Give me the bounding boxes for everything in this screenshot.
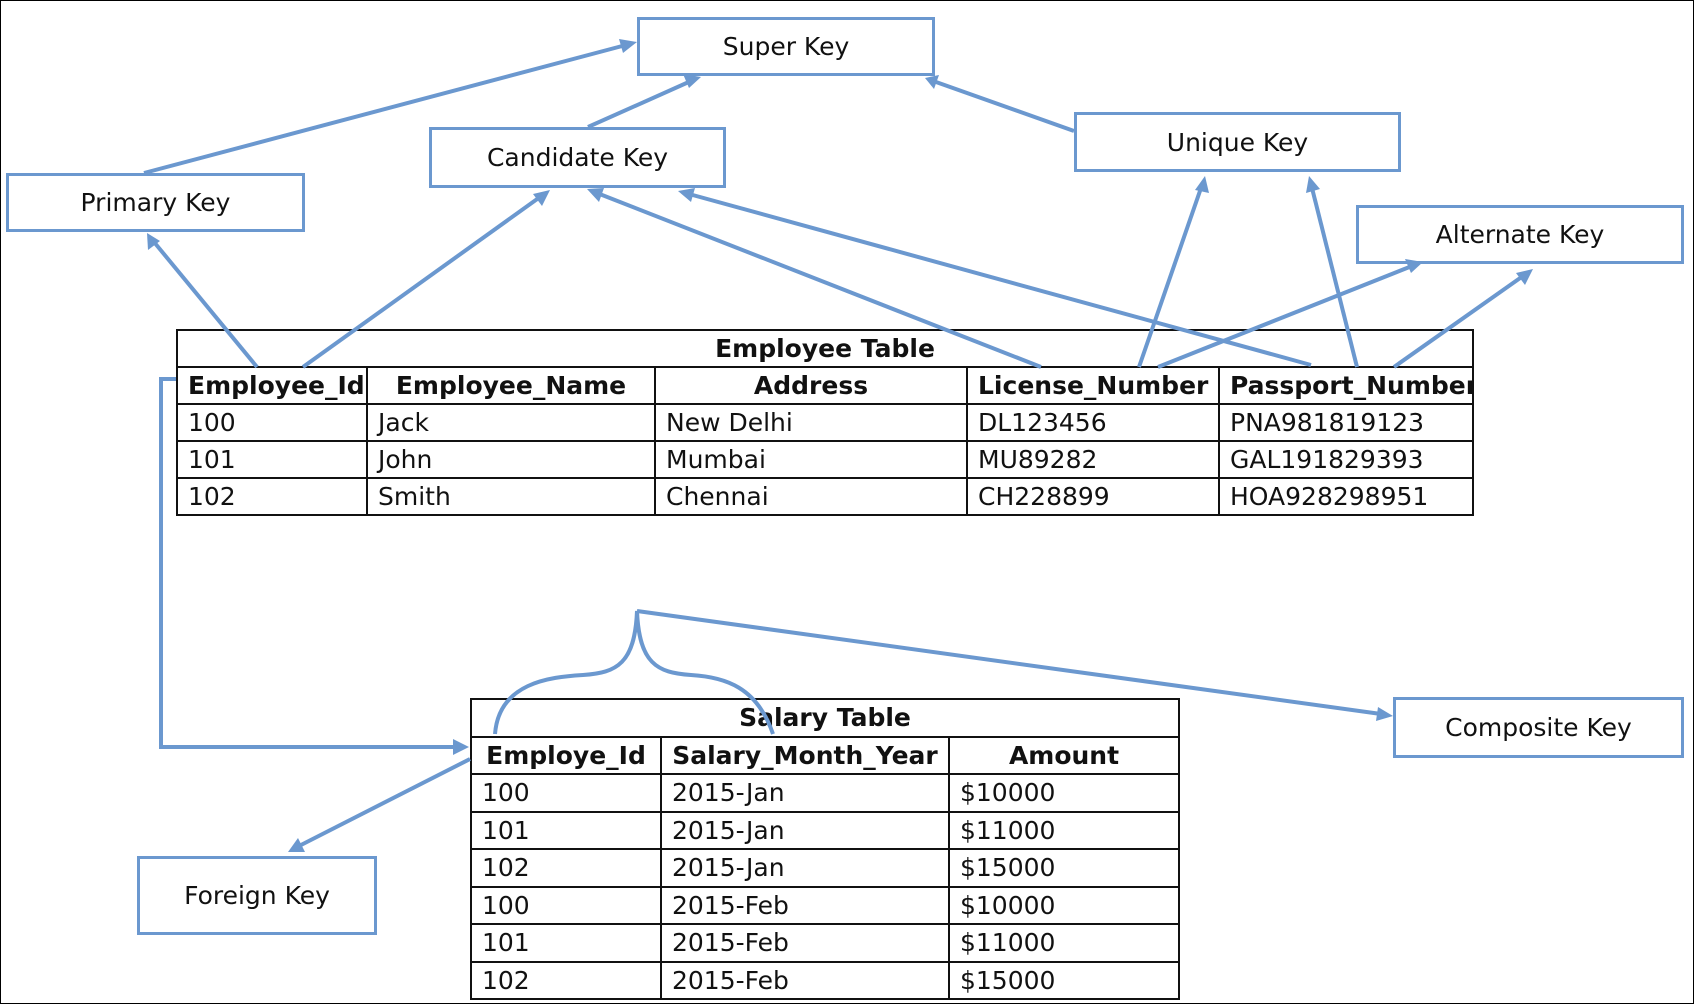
column-header: Passport_Number xyxy=(1217,366,1475,405)
column-header: Employe_Id xyxy=(470,735,662,775)
salary-table-title: Salary Table xyxy=(470,698,1180,738)
table-cell: 102 xyxy=(470,848,662,888)
table-cell: $15000 xyxy=(948,848,1180,888)
table-row: 101 2015-Feb $11000 xyxy=(470,923,1180,963)
candidate-key-label: Candidate Key xyxy=(486,143,669,172)
table-cell: $11000 xyxy=(948,810,1180,850)
table-cell: 100 xyxy=(470,773,662,813)
table-row: 102 2015-Feb $15000 xyxy=(470,960,1180,1000)
table-cell: HOA928298951 xyxy=(1217,477,1475,516)
column-header: Address xyxy=(654,366,968,405)
table-cell: 102 xyxy=(470,960,662,1000)
table-cell: 2015-Jan xyxy=(660,810,950,850)
table-cell: $15000 xyxy=(948,960,1180,1000)
table-cell: PNA981819123 xyxy=(1217,403,1475,442)
table-cell: Jack xyxy=(366,403,656,442)
salary-table-title-row: Salary Table xyxy=(470,698,1180,738)
unique-key-label: Unique Key xyxy=(1166,127,1309,157)
table-cell: CH228899 xyxy=(966,477,1220,516)
table-cell: New Delhi xyxy=(654,403,968,442)
table-cell: John xyxy=(366,440,656,479)
table-row: 102 2015-Jan $15000 xyxy=(470,848,1180,888)
table-row: 100 2015-Feb $10000 xyxy=(470,885,1180,925)
table-cell: $11000 xyxy=(948,923,1180,963)
primary-key-box: Primary Key xyxy=(6,173,305,232)
arrow-unique-to-super xyxy=(925,75,1075,133)
table-cell: MU89282 xyxy=(966,440,1220,479)
table-row: 100 2015-Jan $10000 xyxy=(470,773,1180,813)
salary-table: Salary Table Employe_Id Salary_Month_Yea… xyxy=(470,698,1180,1000)
employee-table-header-row: Employee_Id Employee_Name Address Licens… xyxy=(176,366,1475,405)
table-cell: Chennai xyxy=(654,477,968,516)
super-key-box: Super Key xyxy=(637,17,935,76)
table-row: 102 Smith Chennai CH228899 HOA928298951 xyxy=(176,477,1475,516)
table-cell: 101 xyxy=(176,440,368,479)
table-cell: 2015-Jan xyxy=(660,848,950,888)
table-cell: 2015-Feb xyxy=(660,960,950,1000)
table-cell: GAL191829393 xyxy=(1217,440,1475,479)
table-cell: 100 xyxy=(176,403,368,442)
table-cell: Mumbai xyxy=(654,440,968,479)
foreign-key-label: Foreign Key xyxy=(184,881,330,910)
table-cell: $10000 xyxy=(948,773,1180,813)
column-header: Salary_Month_Year xyxy=(660,735,950,775)
salary-table-header-row: Employe_Id Salary_Month_Year Amount xyxy=(470,735,1180,775)
table-row: 100 Jack New Delhi DL123456 PNA981819123 xyxy=(176,403,1475,442)
alternate-key-box: Alternate Key xyxy=(1356,205,1684,264)
table-row: 101 John Mumbai MU89282 GAL191829393 xyxy=(176,440,1475,479)
table-cell: 101 xyxy=(470,810,662,850)
table-cell: Smith xyxy=(366,477,656,516)
employee-table: Employee Table Employee_Id Employee_Name… xyxy=(175,329,1475,516)
composite-key-box: Composite Key xyxy=(1393,697,1684,758)
column-header: Employee_Id xyxy=(176,366,368,405)
alternate-key-label: Alternate Key xyxy=(1435,220,1605,249)
arrow-employe-id-to-foreign xyxy=(288,757,471,852)
candidate-key-box: Candidate Key xyxy=(429,127,726,188)
employee-table-title: Employee Table xyxy=(175,329,1475,368)
column-header: Amount xyxy=(948,735,1180,775)
table-cell: 2015-Jan xyxy=(660,773,950,813)
table-cell: $10000 xyxy=(948,885,1180,925)
table-cell: DL123456 xyxy=(966,403,1220,442)
foreign-key-box: Foreign Key xyxy=(137,856,377,935)
composite-key-label: Composite Key xyxy=(1445,713,1632,742)
table-row: 101 2015-Jan $11000 xyxy=(470,810,1180,850)
table-cell: 102 xyxy=(176,477,368,516)
super-key-label: Super Key xyxy=(722,32,850,61)
table-cell: 100 xyxy=(470,885,662,925)
column-header: Employee_Name xyxy=(366,366,656,405)
employee-table-title-row: Employee Table xyxy=(175,329,1475,368)
table-cell: 2015-Feb xyxy=(660,923,950,963)
table-cell: 101 xyxy=(470,923,662,963)
unique-key-box: Unique Key xyxy=(1074,112,1401,172)
arrow-candidate-to-super xyxy=(587,74,701,129)
table-cell: 2015-Feb xyxy=(660,885,950,925)
primary-key-label: Primary Key xyxy=(80,188,231,217)
column-header: License_Number xyxy=(966,366,1220,405)
